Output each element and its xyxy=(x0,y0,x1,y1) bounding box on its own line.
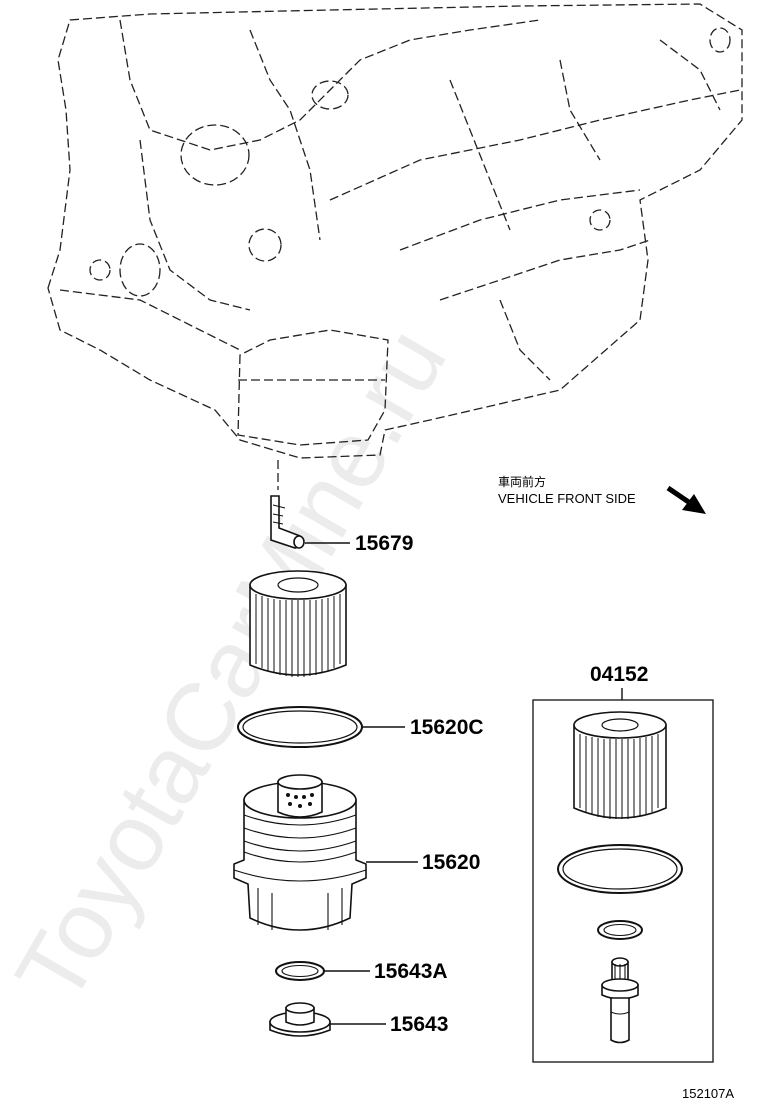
arrow-down-right-icon xyxy=(666,485,706,514)
part-label-15620C: 15620C xyxy=(410,716,484,739)
oil-filter-element xyxy=(249,570,347,677)
figure-id: 152107A xyxy=(682,1086,734,1101)
drain-union-part xyxy=(270,495,305,549)
kit-drain-union xyxy=(601,957,639,1044)
kit-filter-element xyxy=(573,711,667,819)
direction-english: VEHICLE FRONT SIDE xyxy=(498,491,636,506)
part-label-15620: 15620 xyxy=(422,851,480,874)
kit-box xyxy=(532,699,714,1063)
o-ring-small xyxy=(275,961,325,981)
kit-o-ring-small xyxy=(597,920,643,940)
part-label-15643: 15643 xyxy=(390,1013,448,1036)
part-label-15643A: 15643A xyxy=(374,960,448,983)
kit-label-04152: 04152 xyxy=(590,663,648,686)
drain-plug xyxy=(269,1002,331,1037)
part-label-15679: 15679 xyxy=(355,532,413,555)
direction-japanese: 車両前方 xyxy=(498,474,546,489)
watermark: ToyotaCarMine.ru xyxy=(0,311,467,1021)
engine-block-outline xyxy=(47,3,743,490)
kit-o-ring-large xyxy=(557,844,683,894)
oil-filter-cap xyxy=(233,774,367,931)
